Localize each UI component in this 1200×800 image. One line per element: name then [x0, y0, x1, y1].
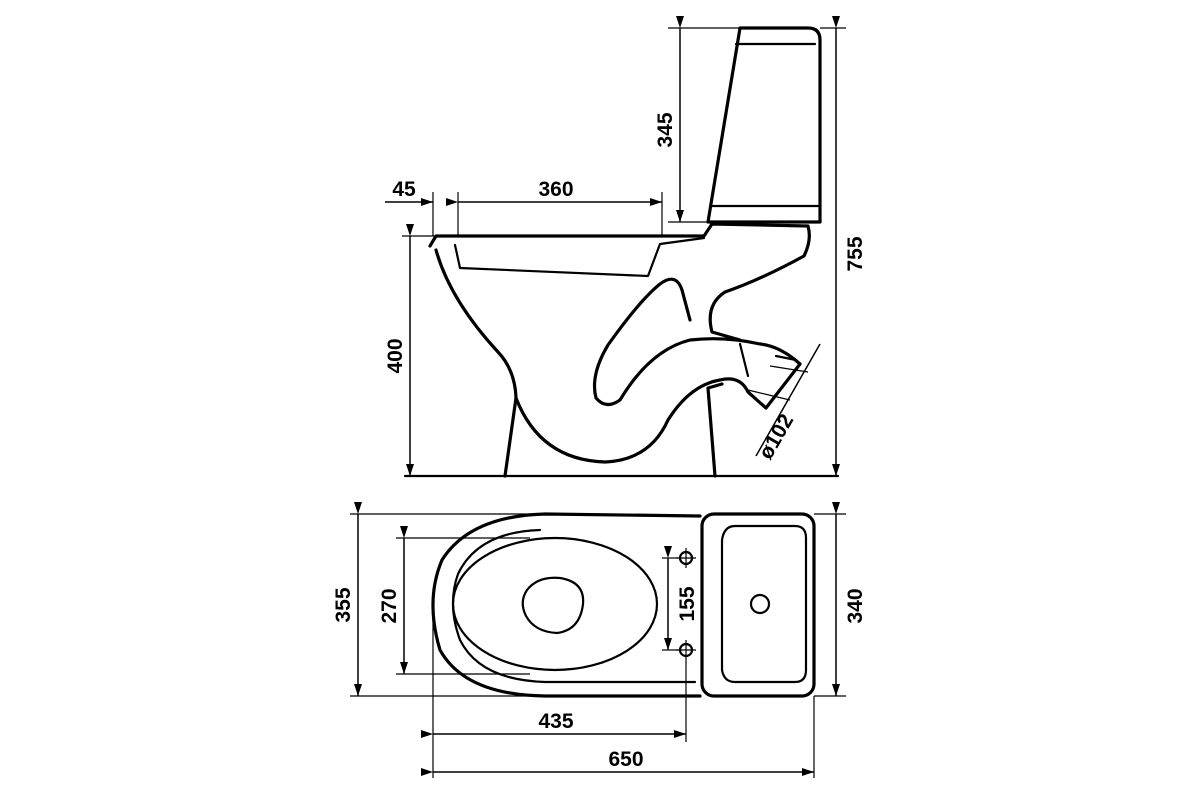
- bowl-cavity: [453, 236, 706, 278]
- dim-755-label: 755: [844, 236, 867, 271]
- bolt-hole-bottom: [676, 640, 696, 660]
- trapway: [514, 277, 802, 464]
- dim-435-label: 435: [538, 710, 573, 733]
- dim-360-label: 360: [538, 178, 573, 201]
- bolt-hole-top: [676, 548, 696, 568]
- cistern-tank: [706, 26, 822, 224]
- dim-345-label: 345: [654, 112, 677, 147]
- dim-355-label: 355: [332, 587, 355, 622]
- seat-oval: [451, 536, 659, 672]
- tank-top: [700, 512, 816, 698]
- dim-340-label: 340: [844, 588, 867, 623]
- tank-inner: [720, 524, 808, 684]
- bowl-rim: [428, 222, 811, 342]
- bowl-outline-top: [431, 512, 702, 698]
- drain-hole: [521, 576, 585, 635]
- dim-270-label: 270: [378, 588, 401, 623]
- dim-650-label: 650: [608, 748, 643, 771]
- dim-102-ext-a: [747, 389, 791, 401]
- side-view: 345 755 45 360 400 ø102: [384, 16, 867, 478]
- dim-400-label: 400: [384, 338, 407, 373]
- dim-102-line: [755, 343, 821, 457]
- bowl-body: [434, 248, 724, 478]
- outlet-pipe: [738, 342, 798, 378]
- dim-102-ext-b: [769, 365, 809, 373]
- dim-102-label: ø102: [754, 410, 798, 463]
- flush-button: [749, 593, 771, 615]
- dim-45-label: 45: [392, 178, 416, 201]
- top-view: 355 270 155 340 435 650: [332, 502, 867, 778]
- dim-155-label: 155: [676, 586, 699, 621]
